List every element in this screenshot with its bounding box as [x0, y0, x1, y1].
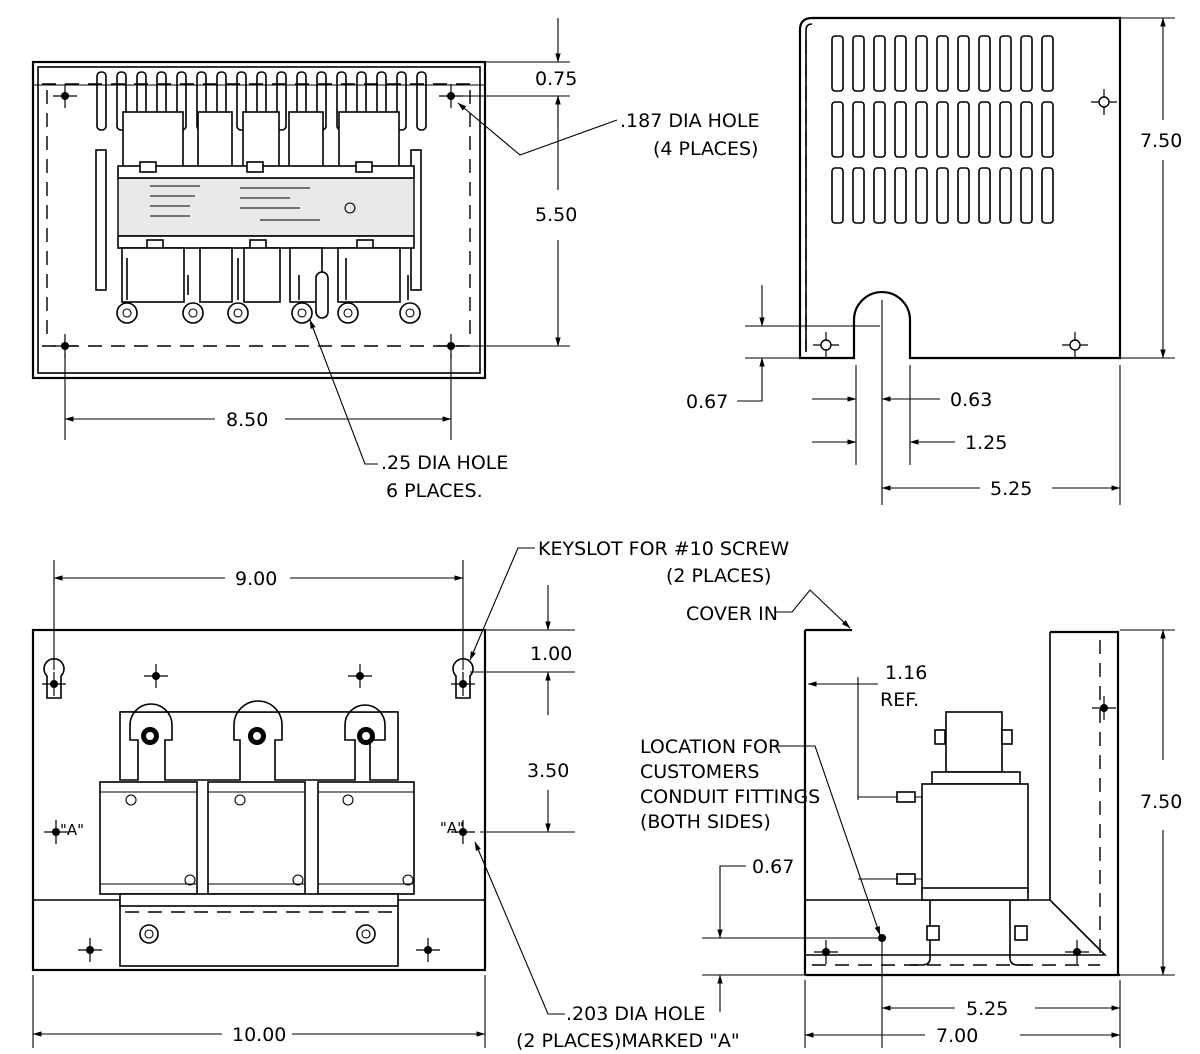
dim-0-63: 0.63 — [950, 389, 992, 411]
side-view-dimensions — [737, 17, 1175, 505]
dim-3-50: 3.50 — [527, 760, 569, 782]
marker-a-right: "A" — [440, 819, 464, 837]
note-terminal-hole-1: .25 DIA HOLE — [381, 452, 508, 474]
dim-5-25-top: 5.25 — [990, 478, 1032, 500]
side-view-enclosure — [803, 628, 1120, 977]
note-mount-hole-1: .187 DIA HOLE — [620, 110, 759, 132]
top-view-dimensions — [64, 18, 618, 465]
dim-0-75: 0.75 — [535, 68, 577, 90]
note-keyslot-2: (2 PLACES) — [666, 565, 771, 587]
side-view-labels-bottom: COVER IN 1.16 REF. LOCATION FOR CUSTOMER… — [640, 603, 1182, 1047]
dim-7-00: 7.00 — [936, 1025, 978, 1047]
front-view-dimensions — [32, 547, 575, 1048]
dim-0-67-bottom: 0.67 — [752, 856, 794, 878]
note-mount-hole-2: (4 PLACES) — [653, 138, 758, 160]
dim-7-50-top: 7.50 — [1140, 130, 1182, 152]
side-view-dims-bottom — [702, 589, 1175, 1048]
note-terminal-hole-2: 6 PLACES. — [386, 480, 483, 502]
dim-1-00: 1.00 — [530, 643, 572, 665]
dim-1-16: 1.16 — [885, 662, 927, 684]
dim-9-00: 9.00 — [235, 568, 277, 590]
dim-5-50: 5.50 — [535, 204, 577, 226]
side-view-labels: 7.50 0.67 0.63 1.25 5.25 — [686, 130, 1182, 500]
note-hole-2: (2 PLACES)MARKED "A" — [516, 1030, 740, 1052]
side-view-cover — [798, 16, 1122, 505]
top-view-labels: 0.75 5.50 8.50 .187 DIA HOLE (4 PLACES) … — [226, 68, 759, 502]
label-cover-in: COVER IN — [686, 603, 778, 625]
top-view-chassis — [31, 60, 487, 380]
note-conduit-3: CONDUIT FITTINGS — [640, 786, 820, 808]
reactor-top — [95, 111, 422, 324]
marker-a-left: "A" — [60, 821, 84, 839]
dim-5-25-bottom: 5.25 — [966, 998, 1008, 1020]
dim-0-67-top: 0.67 — [686, 391, 728, 413]
note-keyslot-1: KEYSLOT FOR #10 SCREW — [538, 538, 789, 560]
dim-10-00: 10.00 — [232, 1024, 286, 1046]
dim-8-50: 8.50 — [226, 409, 268, 431]
dim-7-50-bottom: 7.50 — [1140, 791, 1182, 813]
note-conduit-1: LOCATION FOR — [640, 736, 781, 758]
dim-ref: REF. — [880, 689, 919, 711]
note-conduit-4: (BOTH SIDES) — [640, 811, 771, 833]
note-conduit-2: CUSTOMERS — [640, 761, 759, 783]
note-hole-1: .203 DIA HOLE — [566, 1003, 705, 1025]
front-view-labels: 9.00 1.00 3.50 10.00 "A" "A" KEYSLOT FOR… — [60, 538, 789, 1052]
front-view-reactor — [99, 700, 415, 907]
dim-1-25: 1.25 — [965, 432, 1007, 454]
